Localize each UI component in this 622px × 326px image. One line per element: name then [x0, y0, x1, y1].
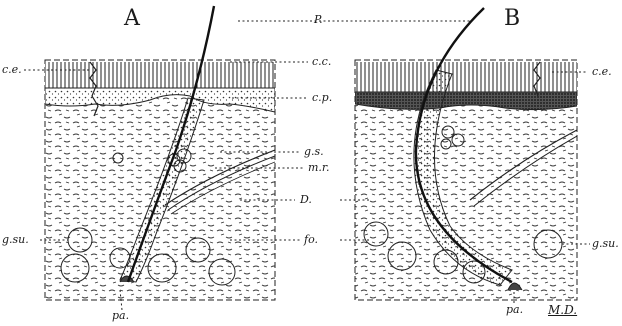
label-pa-left: pa. — [112, 310, 129, 321]
label-d: D. — [300, 194, 312, 205]
artist-signature: M.D. — [548, 304, 577, 316]
label-ce-left: c.e. — [2, 64, 22, 75]
label-cc: c.c. — [312, 56, 331, 67]
label-ce-right: c.e. — [592, 66, 612, 77]
label-gsu-right: g.su. — [592, 238, 619, 249]
label-fo: fo. — [304, 234, 318, 245]
label-cp: c.p. — [312, 92, 332, 103]
panel-b — [355, 62, 577, 300]
panel-a — [45, 62, 275, 300]
cuticle-layer-a — [45, 62, 275, 88]
label-p: P. — [314, 14, 323, 25]
panel-a-label: A — [124, 8, 140, 30]
label-mr: m.r. — [308, 162, 329, 173]
label-pa-right: pa. — [506, 304, 523, 315]
dermis-b — [355, 104, 577, 300]
label-gs: g.s. — [304, 146, 324, 157]
panel-b-label: B — [504, 8, 520, 30]
label-gsu-left: g.su. — [2, 234, 29, 245]
cuticle-layer-b — [355, 62, 577, 92]
